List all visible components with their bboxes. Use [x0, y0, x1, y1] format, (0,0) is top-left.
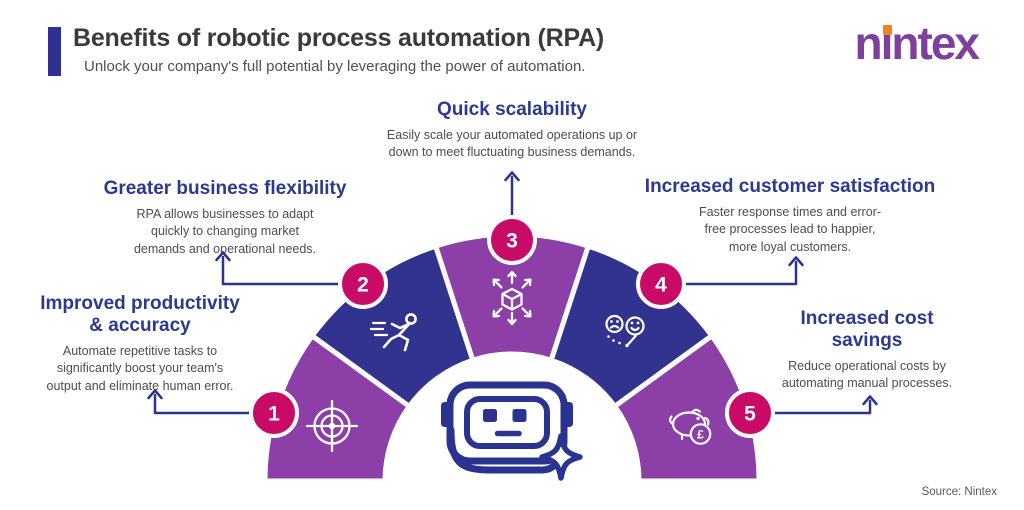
badge-4 [636, 259, 686, 309]
sparkle-icon [539, 433, 583, 481]
robot-face-screen [464, 396, 550, 449]
connector-arrow-3 [504, 171, 520, 216]
badge-1 [249, 388, 299, 438]
robot-left-eye [483, 409, 497, 422]
radiating-arrows [492, 270, 532, 326]
title-accent-bar [48, 27, 61, 76]
arc-segments [262, 231, 762, 484]
connector-arrow-2 [215, 251, 343, 286]
badge-number: 2 [357, 274, 369, 297]
benefit-block-1: Improved productivity & accuracy Automat… [10, 293, 270, 395]
benefit-title: Improved productivity & accuracy [40, 293, 240, 337]
benefit-title: Increased customer satisfaction [644, 176, 936, 197]
badge-5 [725, 388, 775, 438]
page-subtitle: Unlock your company's full potential by … [84, 58, 586, 75]
page-title: Benefits of robotic process automation (… [73, 24, 605, 52]
arc-segment-5 [612, 333, 762, 484]
running-person-icon [369, 313, 417, 352]
benefit-title: Quick scalability [437, 99, 587, 120]
connector-arrow-4 [681, 256, 804, 286]
badge-number: 5 [744, 403, 756, 426]
badge-2 [338, 259, 388, 309]
benefit-title: Increased cost savings [800, 308, 934, 352]
benefit-block-3: Quick scalability Easily scale your auto… [352, 99, 672, 162]
benefit-block-2: Greater business flexibility RPA allows … [80, 178, 370, 258]
robot-head-icon [441, 381, 583, 481]
scaling-cube-icon [492, 270, 532, 326]
logo-text: n [854, 17, 883, 69]
number-badges: 1 2 3 4 5 [249, 215, 775, 438]
logo-orange-dot-icon [882, 25, 892, 35]
benefit-title: Greater business flexibility [103, 178, 347, 199]
piggy-bank-icon: £ [668, 408, 712, 445]
benefit-block-5: Increased cost savings Reduce operationa… [762, 308, 972, 393]
source-attribution: Source: Nintex [921, 486, 997, 498]
badge-number: 1 [268, 403, 280, 426]
benefit-block-4: Increased customer satisfaction Faster r… [625, 176, 955, 256]
connector-arrow-1 [147, 389, 254, 415]
badge-number: 4 [655, 274, 667, 297]
benefit-description: Automate repetitive tasks to significant… [46, 344, 234, 393]
badge-3 [487, 215, 537, 265]
benefit-description: RPA allows businesses to adapt quickly t… [133, 207, 317, 256]
benefit-description: Easily scale your automated operations u… [386, 128, 638, 160]
satisfaction-faces-icon [605, 314, 645, 348]
pound-symbol: £ [697, 428, 704, 442]
badge-number: 3 [506, 230, 518, 253]
logo-letter-i: ı [880, 17, 894, 69]
robot-right-eye [512, 409, 527, 422]
benefit-description: Faster response times and error- free pr… [698, 205, 881, 254]
logo-text: ntex [891, 17, 980, 69]
benefit-description: Reduce operational costs by automating m… [781, 359, 953, 391]
target-icon [305, 399, 359, 453]
connector-arrow-5 [770, 395, 878, 415]
